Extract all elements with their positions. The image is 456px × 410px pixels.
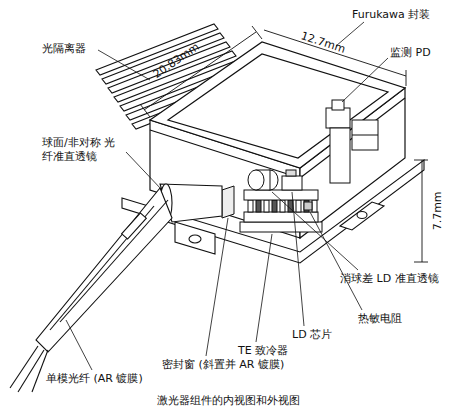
dimension-line (264, 30, 406, 76)
flange-base (175, 222, 215, 254)
part-label: 光隔离器 (42, 42, 86, 56)
leader-line (206, 218, 228, 356)
leader-line (98, 50, 150, 80)
leader-line (310, 212, 362, 310)
dimension-line (144, 32, 256, 110)
te-cooler (264, 200, 269, 212)
dimension-line (422, 160, 423, 262)
leader-line (256, 234, 272, 342)
part-label: LD 芯片 (292, 328, 332, 342)
housing (168, 54, 388, 158)
te-cooler (272, 200, 277, 212)
fiber-pigtail (32, 350, 48, 392)
te-cooler (248, 200, 253, 212)
part-label: 监测 PD (390, 46, 431, 60)
dimension-text: 7.7mm (431, 191, 445, 230)
leader-line (66, 320, 92, 370)
dimension-line (252, 26, 262, 39)
leader-line (66, 22, 388, 370)
flange-base (340, 202, 384, 230)
te-cooler (312, 200, 317, 212)
leader-line (126, 152, 162, 190)
fiber-pigtail (122, 213, 147, 239)
fiber-pigtail (36, 188, 172, 352)
housing (150, 130, 300, 178)
dimension-line (140, 26, 428, 262)
part-label: 球面/非对称 光纤准直透镜 (42, 136, 126, 164)
leader-line (272, 192, 358, 270)
te-cooler (296, 200, 301, 212)
inner-parts (248, 170, 264, 190)
inner-parts (330, 128, 350, 183)
inner-parts (326, 108, 350, 128)
te-cooler (256, 200, 261, 212)
inner-parts (240, 222, 322, 232)
dimension-line (140, 104, 150, 117)
fiber-pigtail (60, 200, 168, 322)
inner-parts (352, 120, 378, 150)
inner-parts (244, 190, 318, 200)
part-label: TE 致冷器 (238, 344, 288, 358)
part-label: 单模光纤 (AR 镀膜) (46, 372, 143, 386)
inner-parts (222, 100, 378, 232)
inner-parts (244, 212, 318, 222)
part-label: Furukawa 封装 (352, 8, 430, 22)
inner-parts (222, 186, 234, 218)
inner-parts (286, 170, 296, 176)
figure-caption: 激光器组件的内视图和外视图 (0, 393, 456, 408)
flange-base (357, 212, 367, 219)
inner-parts (352, 135, 378, 136)
inner-parts (304, 202, 312, 210)
fiber-pigtail (50, 206, 154, 330)
flange-base (189, 235, 201, 243)
dimension-line (414, 160, 428, 161)
part-label: 密封窗 (斜置并 AR 镀膜) (162, 358, 284, 372)
inner-parts (282, 176, 302, 190)
housing (300, 98, 405, 178)
part-label: 热敏电阻 (358, 312, 402, 326)
dimension-line (406, 70, 407, 86)
housing (150, 42, 405, 238)
dimension-text: 12.7mm (299, 29, 347, 56)
dimension-line (414, 262, 428, 263)
leader-line (292, 192, 304, 326)
part-label: 消球差 LD 准直透镜 (340, 272, 439, 286)
leader-line (342, 58, 388, 102)
